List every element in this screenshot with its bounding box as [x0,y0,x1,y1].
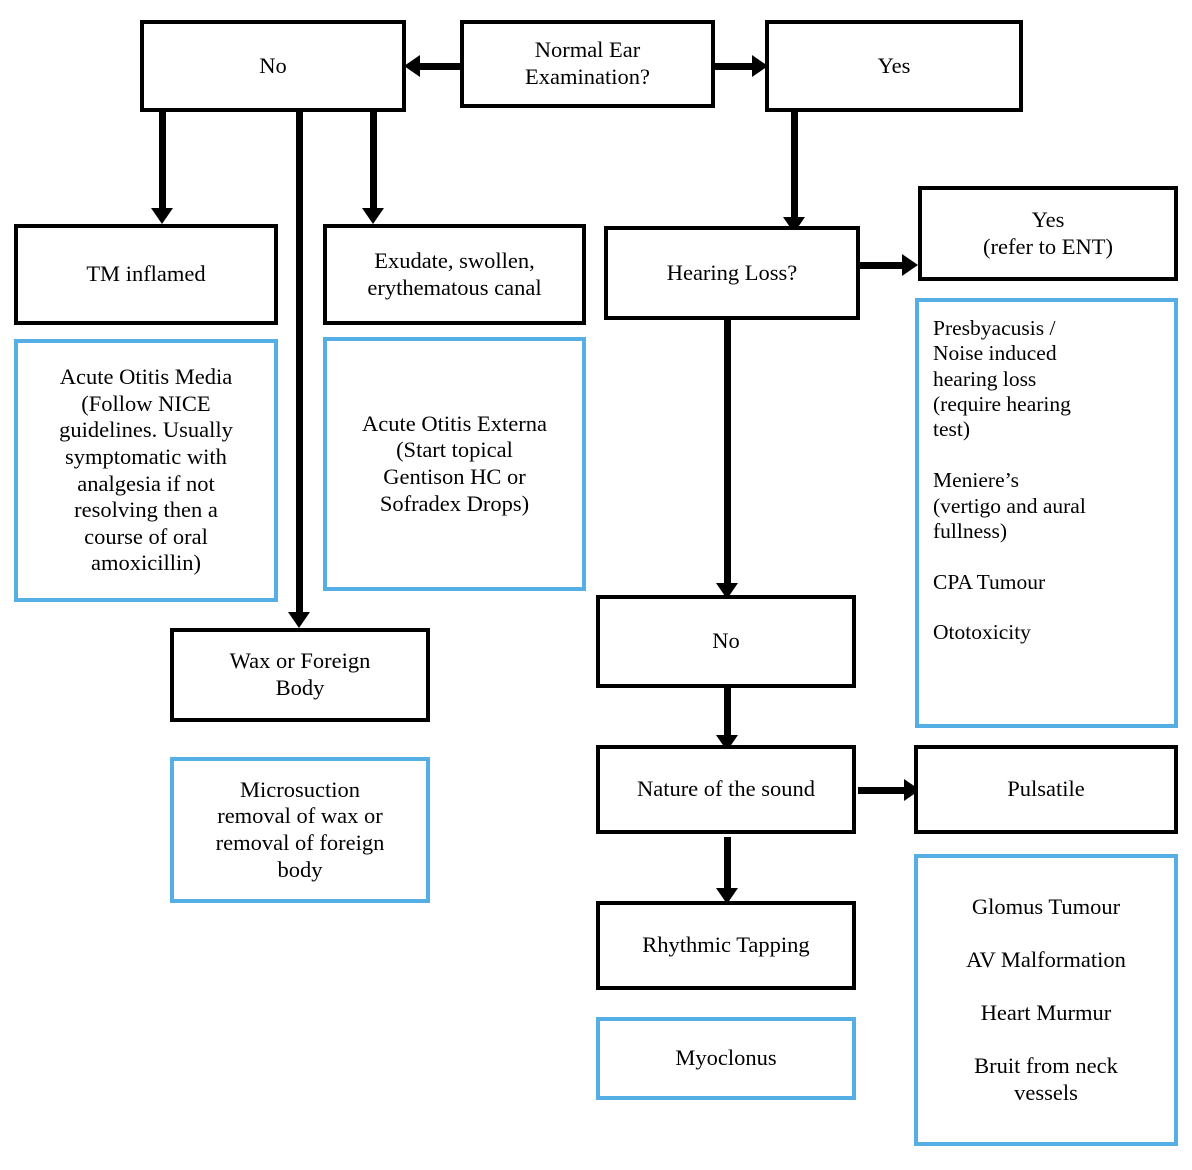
node-wax-or-foreign-body[interactable]: Wax or Foreign Body [170,628,430,722]
node-hearing-loss[interactable]: Hearing Loss? [604,226,860,320]
node-tm-inflamed[interactable]: TM inflamed [14,224,278,325]
node-yes-top[interactable]: Yes [765,20,1023,112]
edge-no-to-wax-line [296,110,303,618]
edge-yes-to-hearingloss-line [791,110,798,223]
node-rhythmic-tapping[interactable]: Rhythmic Tapping [596,901,856,990]
node-no-hearing-loss[interactable]: No [596,595,856,688]
node-yes-refer-ent[interactable]: Yes (refer to ENT) [918,186,1178,281]
node-no-top[interactable]: No [140,20,406,112]
node-myoclonus[interactable]: Myoclonus [596,1017,856,1100]
node-pulsatile[interactable]: Pulsatile [914,745,1178,834]
edge-no-to-tm-line [159,110,166,213]
node-exudate-swollen[interactable]: Exudate, swollen, erythematous canal [323,224,586,325]
edge-nature-to-rhythmic-line [724,837,731,892]
node-normal-ear-examination[interactable]: Normal Ear Examination? [460,20,715,108]
edge-exam-to-yes-arrow [752,55,768,77]
edge-hearingloss-to-ent-arrow [902,254,918,276]
edge-no-to-exudate-arrow [362,208,384,224]
node-nature-of-the-sound[interactable]: Nature of the sound [596,745,856,834]
node-hearing-loss-causes[interactable]: Presbyacusis / Noise induced hearing los… [915,298,1178,728]
edge-exam-to-yes-line [713,63,753,70]
edge-exam-to-no-line [420,63,462,70]
edge-no-to-tm-arrow [151,208,173,224]
edge-nature-to-pulsatile-line [858,787,906,794]
edge-no2-to-nature-line [724,688,731,741]
node-pulsatile-causes[interactable]: Glomus Tumour AV Malformation Heart Murm… [914,854,1178,1146]
node-acute-otitis-media[interactable]: Acute Otitis Media (Follow NICE guidelin… [14,339,278,602]
edge-no-to-exudate-line [370,110,377,213]
edge-exam-to-no-arrow [404,55,420,77]
edge-hearingloss-to-no-line [724,318,731,588]
edge-nature-to-rhythmic-arrow [716,888,738,904]
node-microsuction[interactable]: Microsuction removal of wax or removal o… [170,757,430,903]
edge-no-to-wax-arrow [288,612,310,628]
edge-hearingloss-to-ent-line [858,262,904,269]
node-acute-otitis-externa[interactable]: Acute Otitis Externa (Start topical Gent… [323,337,586,591]
